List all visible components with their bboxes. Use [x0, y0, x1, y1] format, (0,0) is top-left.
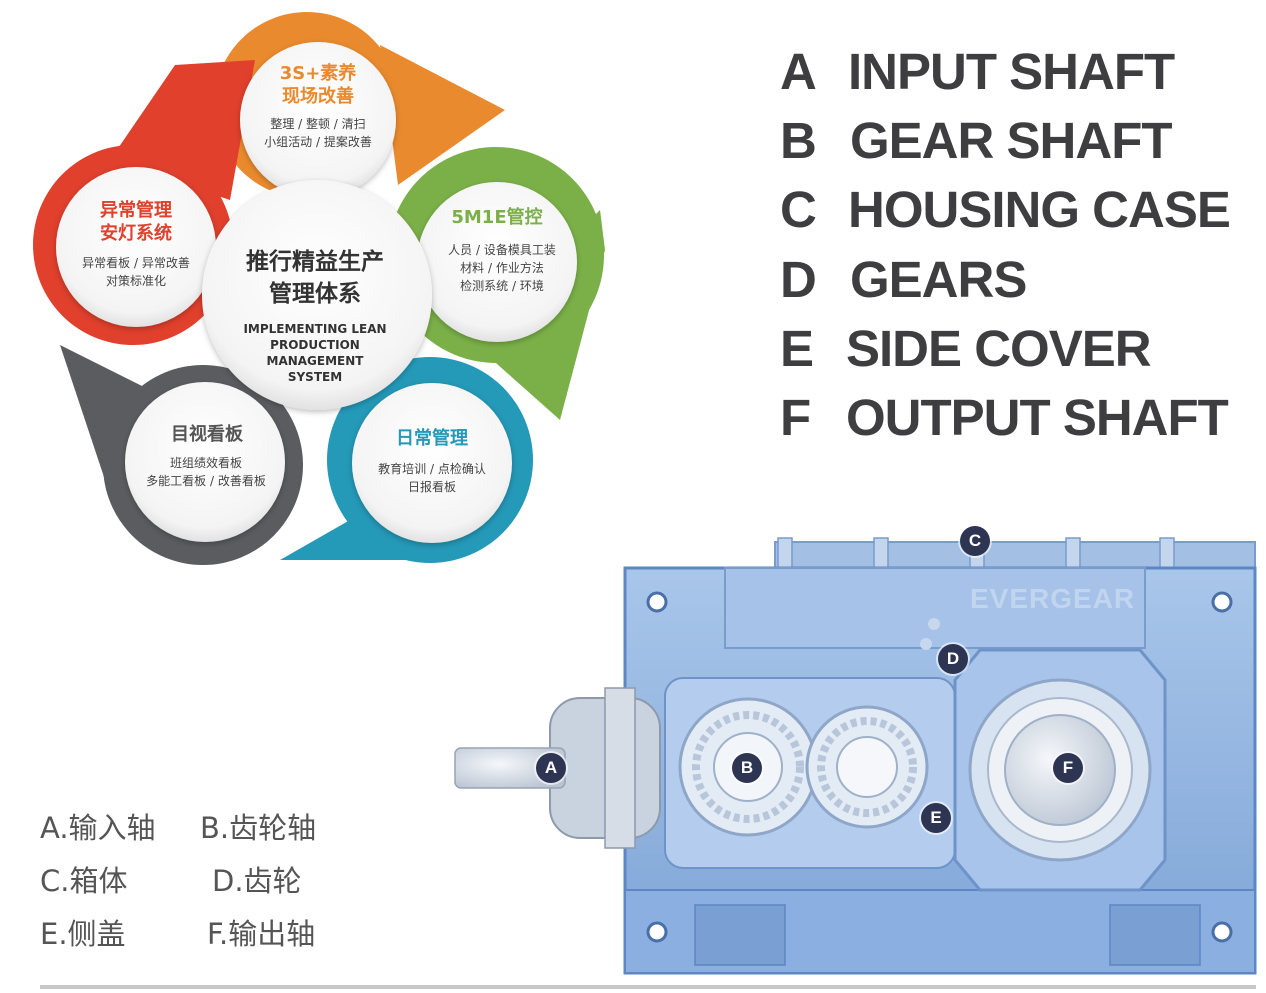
petal-title-1: 3S+素养 现场改善	[279, 63, 357, 107]
legend-letter: C	[780, 181, 817, 238]
legend-letter: D	[780, 251, 817, 308]
cn-legend-b: B.齿轮轴	[200, 811, 317, 845]
marker-d: D	[938, 644, 968, 674]
petal-title-3: 日常管理	[396, 428, 468, 449]
petal-items-5: 异常看板 / 异常改善 对策标准化	[82, 256, 190, 288]
gearbox-illustration: EVERGEAR A B C D E F	[450, 520, 1260, 986]
legend-letter: F	[780, 389, 811, 446]
marker-e: E	[921, 803, 951, 833]
center-title-en: IMPLEMENTING LEAN PRODUCTION MANAGEMENT …	[243, 322, 387, 384]
marker-b: B	[732, 753, 762, 783]
lean-management-diagram: 推行精益生产 管理体系 IMPLEMENTING LEAN PRODUCTION…	[0, 0, 620, 569]
marker-f: F	[1053, 753, 1083, 783]
flower-graphic	[33, 12, 605, 565]
bottom-divider	[40, 985, 1256, 989]
petal-title-2: 5M1E管控	[451, 207, 543, 228]
legend-label: GEAR SHAFT	[850, 112, 1172, 169]
petal-items-2: 人员 / 设备模具工装 材料 / 作业方法 检测系统 / 环境	[448, 243, 556, 293]
cn-legend-c: C.箱体	[40, 864, 128, 898]
legend-label: INPUT SHAFT	[848, 43, 1175, 100]
petal-title-5: 异常管理 安灯系统	[100, 200, 172, 244]
marker-a: A	[536, 753, 566, 783]
petal-title-4: 目视看板	[171, 424, 243, 445]
petal-circle-2	[417, 182, 577, 342]
cn-legend-d: D.齿轮	[212, 864, 302, 898]
petal-circle-4	[125, 382, 285, 542]
legend-label: HOUSING CASE	[848, 181, 1231, 238]
legend-letter: E	[780, 320, 814, 377]
legend-label: SIDE COVER	[846, 320, 1152, 377]
legend-letter: A	[780, 43, 817, 100]
marker-c: C	[960, 526, 990, 556]
legend-letter: B	[780, 112, 817, 169]
gearbox-brand: EVERGEAR	[970, 583, 1135, 614]
legend-label: OUTPUT SHAFT	[846, 389, 1229, 446]
cn-legend-a: A.输入轴	[40, 811, 156, 845]
gearbox-graphic: EVERGEAR	[454, 537, 1257, 975]
cn-legend-e: E.侧盖	[40, 917, 126, 951]
center-title-cn: 推行精益生产 管理体系	[246, 249, 384, 307]
petal-items-1: 整理 / 整顿 / 清扫 小组活动 / 提案改善	[264, 117, 372, 149]
petal-items-4: 班组绩效看板 多能工看板 / 改善看板	[146, 456, 266, 488]
petal-circle-5	[56, 167, 216, 327]
legend-label: GEARS	[850, 251, 1027, 308]
petal-circle-1	[240, 42, 396, 198]
cn-legend-f: F.输出轴	[207, 917, 316, 951]
petal-items-3: 教育培训 / 点检确认 日报看板	[378, 462, 486, 494]
center-circle	[202, 180, 432, 410]
petal-circle-3	[352, 383, 512, 543]
